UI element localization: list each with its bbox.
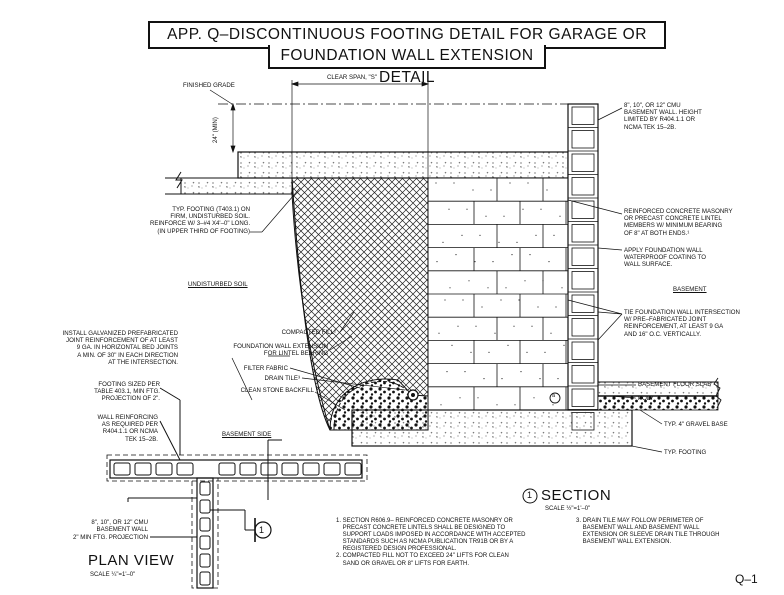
plan-callout-number: 1	[259, 525, 265, 535]
filter-fabric-label: FILTER FABRIC	[243, 365, 288, 372]
drain-mark: a	[552, 393, 556, 399]
plan-view-drawing	[106, 387, 368, 589]
sheet-number: Q–1	[735, 572, 758, 586]
basement-label: BASEMENT	[673, 286, 707, 293]
clear-span-label: CLEAR SPAN, "S"	[327, 74, 377, 81]
typ-footing-label: TYP. FOOTING	[664, 449, 707, 456]
plan-view-scale: SCALE ¼"=1'–0"	[90, 572, 136, 578]
poly-label: POLY	[638, 395, 654, 402]
finished-grade-label: FINISHED GRADE	[183, 82, 235, 89]
notes-right: 3. DRAIN TILE MAY FOLLOW PERIMETER OF BA…	[576, 518, 720, 546]
compacted-fill-label: COMPACTED FILL²	[281, 329, 336, 336]
section-scale: SCALE ½"=1'–0"	[545, 506, 591, 512]
basement-side-label: BASEMENT SIDE	[222, 431, 272, 438]
undisturbed-soil-label: UNDISTURBED SOIL	[188, 281, 248, 288]
section-number: 1	[527, 490, 533, 500]
floor-slab-label: BASEMENT FLOOR SLAB	[638, 381, 712, 388]
clean-stone-label: CLEAN STONE BACKFILL	[240, 387, 314, 394]
drain-tile-label: DRAIN TILE³	[264, 375, 300, 382]
section-title: SECTION	[541, 487, 612, 504]
min-24-label: 24" (MIN)	[212, 117, 219, 143]
main-title: APP. Q–DISCONTINUOUS FOOTING DETAIL FOR …	[148, 21, 666, 67]
notes-left: 1. SECTION R606.9– REINFORCED CONCRETE M…	[336, 518, 526, 567]
ftg-projection-label: 2" MIN FTG. PROJECTION	[73, 534, 148, 541]
gravel-label: TYP. 4" GRAVEL BASE	[664, 421, 728, 428]
plan-view-title: PLAN VIEW	[88, 552, 175, 569]
sub-title: FOUNDATION WALL EXTENSION DETAIL	[268, 45, 546, 86]
